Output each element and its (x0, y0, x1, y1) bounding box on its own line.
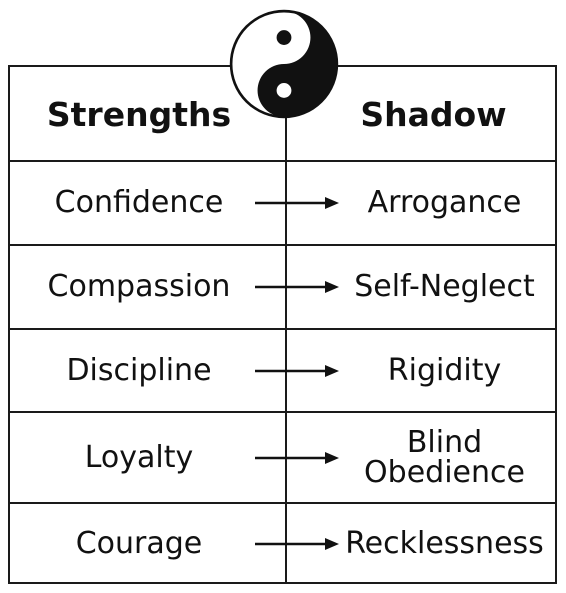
strength-cell: Loyalty (84, 439, 194, 475)
shadow-cell: Blind Obedience (364, 424, 525, 490)
arrow-right-icon (255, 538, 339, 550)
table-row: Confidence Arrogance (10, 160, 555, 244)
arrow-right-icon (255, 281, 339, 293)
shadow-cell: Rigidity (387, 352, 502, 388)
shadow-cell: Arrogance (367, 185, 522, 220)
table-row: Courage Recklessness (10, 502, 555, 584)
strength-cell: Discipline (66, 352, 212, 388)
strengths-header: Strengths (46, 95, 232, 134)
table-row: Compassion Self-Neglect (10, 244, 555, 328)
arrow-right-icon (255, 364, 339, 377)
shadow-header: Shadow (360, 95, 507, 134)
header-row: Strengths Shadow (10, 67, 555, 162)
column-divider (285, 67, 287, 582)
strengths-shadow-table: Strengths Shadow Confidence Arrogance Co… (8, 65, 557, 584)
arrow-right-icon (255, 197, 339, 209)
table-row: Loyalty Blind Obedience (10, 411, 555, 502)
shadow-cell: Self-Neglect (354, 269, 535, 304)
arrow-right-icon (255, 451, 339, 464)
shadow-cell: Recklessness (345, 526, 544, 561)
strength-cell: Compassion (47, 269, 231, 304)
strength-cell: Courage (75, 526, 203, 561)
strength-cell: Confidence (54, 185, 224, 220)
yin-yang-icon (229, 9, 339, 119)
table-row: Discipline Rigidity (10, 328, 555, 411)
